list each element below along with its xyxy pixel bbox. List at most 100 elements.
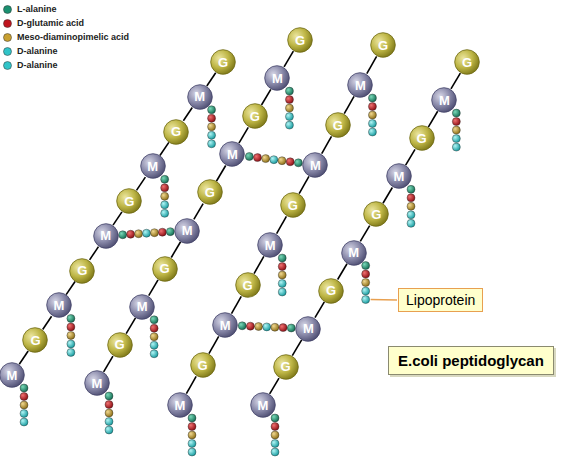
legend-text: D-glutamic acid xyxy=(17,18,84,28)
glycan-bond xyxy=(186,376,196,393)
amino-acid-bead xyxy=(271,440,279,448)
amino-acid-bead xyxy=(287,324,295,332)
amino-acid-bead xyxy=(271,423,279,431)
murnac-circle: M xyxy=(46,292,72,318)
node-label: G xyxy=(288,199,298,212)
node-label: M xyxy=(175,399,186,412)
amino-acid-bead xyxy=(67,348,75,356)
amino-acid-bead xyxy=(278,288,286,296)
glcnac-circle: G xyxy=(409,125,435,151)
amino-acid-bead xyxy=(150,341,158,349)
circle-shape xyxy=(288,28,313,53)
circle-shape xyxy=(371,33,396,58)
glycan-bond xyxy=(160,142,169,155)
connector-layer xyxy=(19,51,460,394)
glycan-bond xyxy=(104,356,113,372)
amino-acid-bead xyxy=(150,324,158,332)
circle-shape xyxy=(273,355,298,380)
murnac-circle: M xyxy=(0,362,25,388)
circle-shape xyxy=(235,273,260,298)
glycan-bond xyxy=(183,108,192,121)
circle-shape xyxy=(387,164,412,189)
glcnac-circle: G xyxy=(190,352,216,378)
murnac-circle: M xyxy=(250,392,276,418)
node-label: G xyxy=(197,359,207,372)
node-label: G xyxy=(281,360,291,373)
glcnac-circle: G xyxy=(318,278,344,304)
amino-acid-bead xyxy=(188,414,196,422)
amino-acid-bead xyxy=(271,414,279,422)
node-label: M xyxy=(92,377,103,390)
murnac-circle: M xyxy=(212,312,238,338)
glycan-bond xyxy=(216,166,225,182)
glycan-bond xyxy=(207,73,216,86)
glycan-bond xyxy=(299,176,309,193)
amino-acid-bead xyxy=(188,440,196,448)
murnac-circle: M xyxy=(93,223,119,249)
amino-acid-bead xyxy=(407,219,415,227)
circle-shape xyxy=(23,328,48,353)
glycan-bond xyxy=(451,73,460,89)
glcnac-circle: G xyxy=(370,32,396,58)
node-label: G xyxy=(462,56,472,69)
node-label: M xyxy=(227,148,238,161)
glycan-bond xyxy=(194,204,203,220)
circle-shape xyxy=(130,294,155,319)
legend-swatch-box xyxy=(3,5,12,14)
amino-acid-bead xyxy=(452,109,460,117)
circle-shape xyxy=(168,393,193,418)
legend-entry: D-alanine xyxy=(3,44,129,58)
glycan-bond xyxy=(149,280,158,296)
legend-text: Meso-diaminopimelic acid xyxy=(17,32,129,42)
legend-entry: D-glutamic acid xyxy=(3,16,129,30)
amino-acid-bead xyxy=(127,230,135,238)
glycan-bond xyxy=(360,226,369,242)
node-label: M xyxy=(182,224,193,237)
glycan-bond xyxy=(43,316,52,329)
amino-acid-bead xyxy=(253,154,261,162)
node-label: M xyxy=(265,239,276,252)
glycan-bond xyxy=(284,51,293,67)
glycan-bond xyxy=(344,96,354,113)
murnac-circle: M xyxy=(347,72,373,98)
circle-shape xyxy=(348,73,373,98)
glycan-bond xyxy=(338,264,347,280)
glycan-bond xyxy=(315,302,324,318)
legend-swatch-box xyxy=(3,19,12,28)
node-label: M xyxy=(194,90,205,103)
circle-shape xyxy=(220,142,245,167)
legend-entry: L-alanine xyxy=(3,2,129,16)
amino-acid-bead xyxy=(166,228,174,236)
circle-shape xyxy=(107,333,132,358)
amino-acid-bead xyxy=(161,192,169,200)
node-label: M xyxy=(100,229,111,242)
murnac-circle: M xyxy=(219,141,245,167)
node-label: M xyxy=(7,369,18,382)
glcnac-circle: G xyxy=(210,49,236,75)
node-label: M xyxy=(303,322,314,335)
amino-acid-bead xyxy=(271,448,279,456)
amino-acid-bead xyxy=(362,270,370,278)
legend-swatch xyxy=(4,47,12,55)
node-label: G xyxy=(250,110,260,123)
glycan-bond xyxy=(428,111,437,127)
amino-acid-bead xyxy=(188,431,196,439)
amino-acid-bead xyxy=(286,158,294,166)
glcnac-circle: G xyxy=(242,103,268,129)
amino-acid-bead xyxy=(368,111,376,119)
murnac-circle: M xyxy=(341,240,367,266)
node-label: G xyxy=(124,195,134,208)
circle-shape xyxy=(187,84,212,109)
node-label: G xyxy=(160,262,170,275)
circle-shape xyxy=(211,50,236,75)
node-label: G xyxy=(295,34,305,47)
amino-acid-bead xyxy=(285,113,293,121)
circle-shape xyxy=(117,189,142,214)
node-label: G xyxy=(326,284,336,297)
amino-acid-bead xyxy=(285,104,293,112)
murnac-circle: M xyxy=(264,65,290,91)
legend-entry: D-alanine xyxy=(3,58,129,72)
amino-acid-bead xyxy=(105,426,113,434)
amino-acid-bead xyxy=(279,324,287,332)
circle-shape xyxy=(251,393,276,418)
